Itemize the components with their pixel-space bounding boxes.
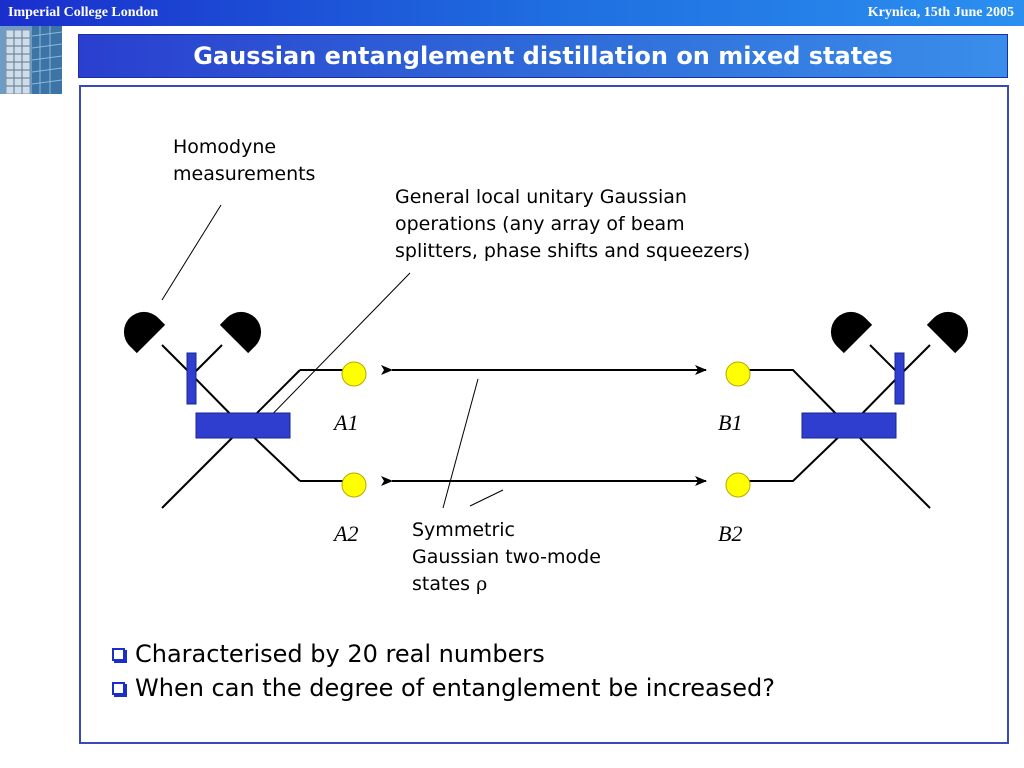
states-label: Symmetric Gaussian two-mode states ρ (412, 517, 601, 598)
mode-dot-b1 (725, 361, 751, 387)
left-detector-1-icon (123, 311, 166, 354)
institution-name: Imperial College London (8, 5, 159, 20)
slide-title-bar: Gaussian entanglement distillation on mi… (78, 34, 1008, 78)
states-label-line-2: Gaussian two-mode (412, 546, 601, 568)
left-beam-splitter (195, 412, 291, 439)
homodyne-pointer-line (161, 204, 222, 301)
left-detector-arm-2 (191, 344, 223, 376)
right-beam-splitter (801, 412, 897, 439)
checkbox-bullet-icon (112, 647, 125, 661)
header-bar: Imperial College London Krynica, 15th Ju… (0, 0, 1024, 26)
unitary-pointer-line (255, 272, 411, 432)
states-pointer-line-1 (442, 378, 479, 509)
homodyne-label-line-2: measurements (173, 163, 316, 185)
rho-symbol: ρ (476, 573, 488, 595)
mode-label-a1: A1 (334, 410, 359, 435)
mode-dot-a2 (341, 472, 367, 498)
unitary-label-line-2: operations (any array of beam (395, 213, 685, 235)
mode-label-b2: B2 (718, 521, 743, 546)
right-beam-path-lower (736, 374, 901, 482)
bullet-list: Characterised by 20 real numbers When ca… (112, 637, 775, 705)
mode-dot-b2 (725, 472, 751, 498)
unitary-operations-label: General local unitary Gaussian operation… (395, 184, 750, 265)
left-detector-2-icon (219, 311, 262, 354)
bullet-text: Characterised by 20 real numbers (135, 640, 545, 668)
right-detector-arm-2 (899, 344, 931, 376)
homodyne-label: Homodyne measurements (173, 134, 315, 188)
right-phase-plate (894, 352, 905, 405)
mode-dot-a1 (341, 361, 367, 387)
mode-label-a2: A2 (334, 521, 359, 546)
mode-label-b1: B1 (718, 410, 743, 435)
left-phase-plate (186, 352, 197, 405)
states-label-line-3: states (412, 573, 471, 595)
event-date: Krynica, 15th June 2005 (867, 5, 1014, 20)
unitary-label-line-3: splitters, phase shifts and squeezers) (395, 240, 751, 262)
unitary-label-line-1: General local unitary Gaussian (395, 186, 687, 208)
right-detector-2-icon (926, 311, 969, 354)
left-beam-path-upper (161, 369, 301, 509)
bullet-text: When can the degree of entanglement be i… (135, 674, 775, 702)
states-pointer-line-2 (469, 489, 504, 507)
checkbox-bullet-icon (112, 681, 125, 695)
right-detector-1-icon (830, 311, 873, 354)
states-label-line-1: Symmetric (412, 519, 515, 541)
slide-title: Gaussian entanglement distillation on mi… (193, 42, 893, 70)
bullet-item: Characterised by 20 real numbers (112, 637, 775, 671)
building-photo (0, 26, 62, 94)
homodyne-label-line-1: Homodyne (173, 136, 277, 158)
right-beam-path-upper (736, 369, 931, 509)
bullet-item: When can the degree of entanglement be i… (112, 671, 775, 705)
